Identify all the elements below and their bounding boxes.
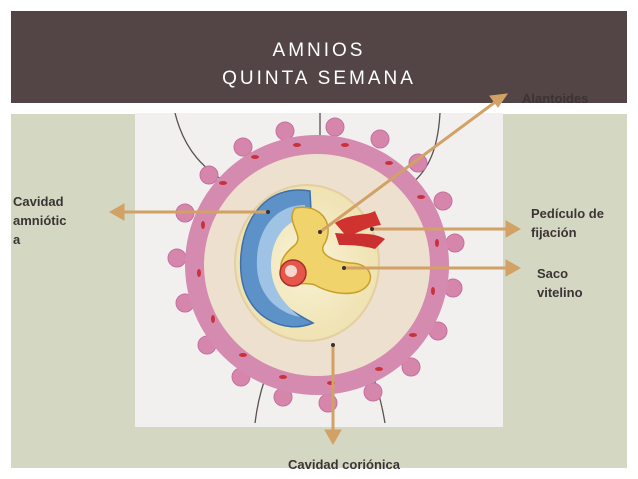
arrowhead-pediculo [505,220,522,238]
arrowhead-cavidad-corionica [324,429,342,446]
arrowhead-saco-vitelino [505,259,522,277]
arrowhead-cavidad-amniotica [108,203,125,221]
label-cavidad-amniotica-line1: Cavidad [13,194,64,209]
allantois-vessels [335,211,381,237]
label-cavidad-corionica: Cavidad coriónica [288,457,400,472]
connecting-stalk-vessels [335,233,385,249]
arrow-alantoides [318,95,504,234]
chorionic-villi [167,117,465,413]
label-pediculo: Pedículo de fijación [531,204,604,242]
amniotic-cavity-highlight [256,205,307,317]
slide-title: AMNIOS QUINTA SEMANA [11,37,627,93]
label-saco-vitelino: Saco vitelino [537,264,583,302]
embryo-illustration [135,112,503,427]
label-cavidad-amniotica-line3: a [13,232,21,247]
heart-inner [285,265,297,277]
arrowhead-alantoides [489,93,509,108]
title-line-2: QUINTA SEMANA [222,68,416,89]
chorion-vessels [197,143,439,385]
label-cavidad-amniotica-line2: amniótic [13,213,67,228]
title-line-1: AMNIOS [272,40,366,61]
label-saco-vitelino-line1: Saco [537,266,569,281]
title-bar: AMNIOS QUINTA SEMANA [11,11,627,103]
label-alantoides: Alantoides [522,91,589,106]
label-cavidad-amniotica: Cavidad amniótic a [13,192,66,249]
label-saco-vitelino-line2: vitelino [537,285,583,300]
embryo-drawing [167,112,465,424]
label-pediculo-line1: Pedículo de [531,206,604,221]
header-divider [11,104,627,114]
label-pediculo-line2: fijación [531,225,577,240]
